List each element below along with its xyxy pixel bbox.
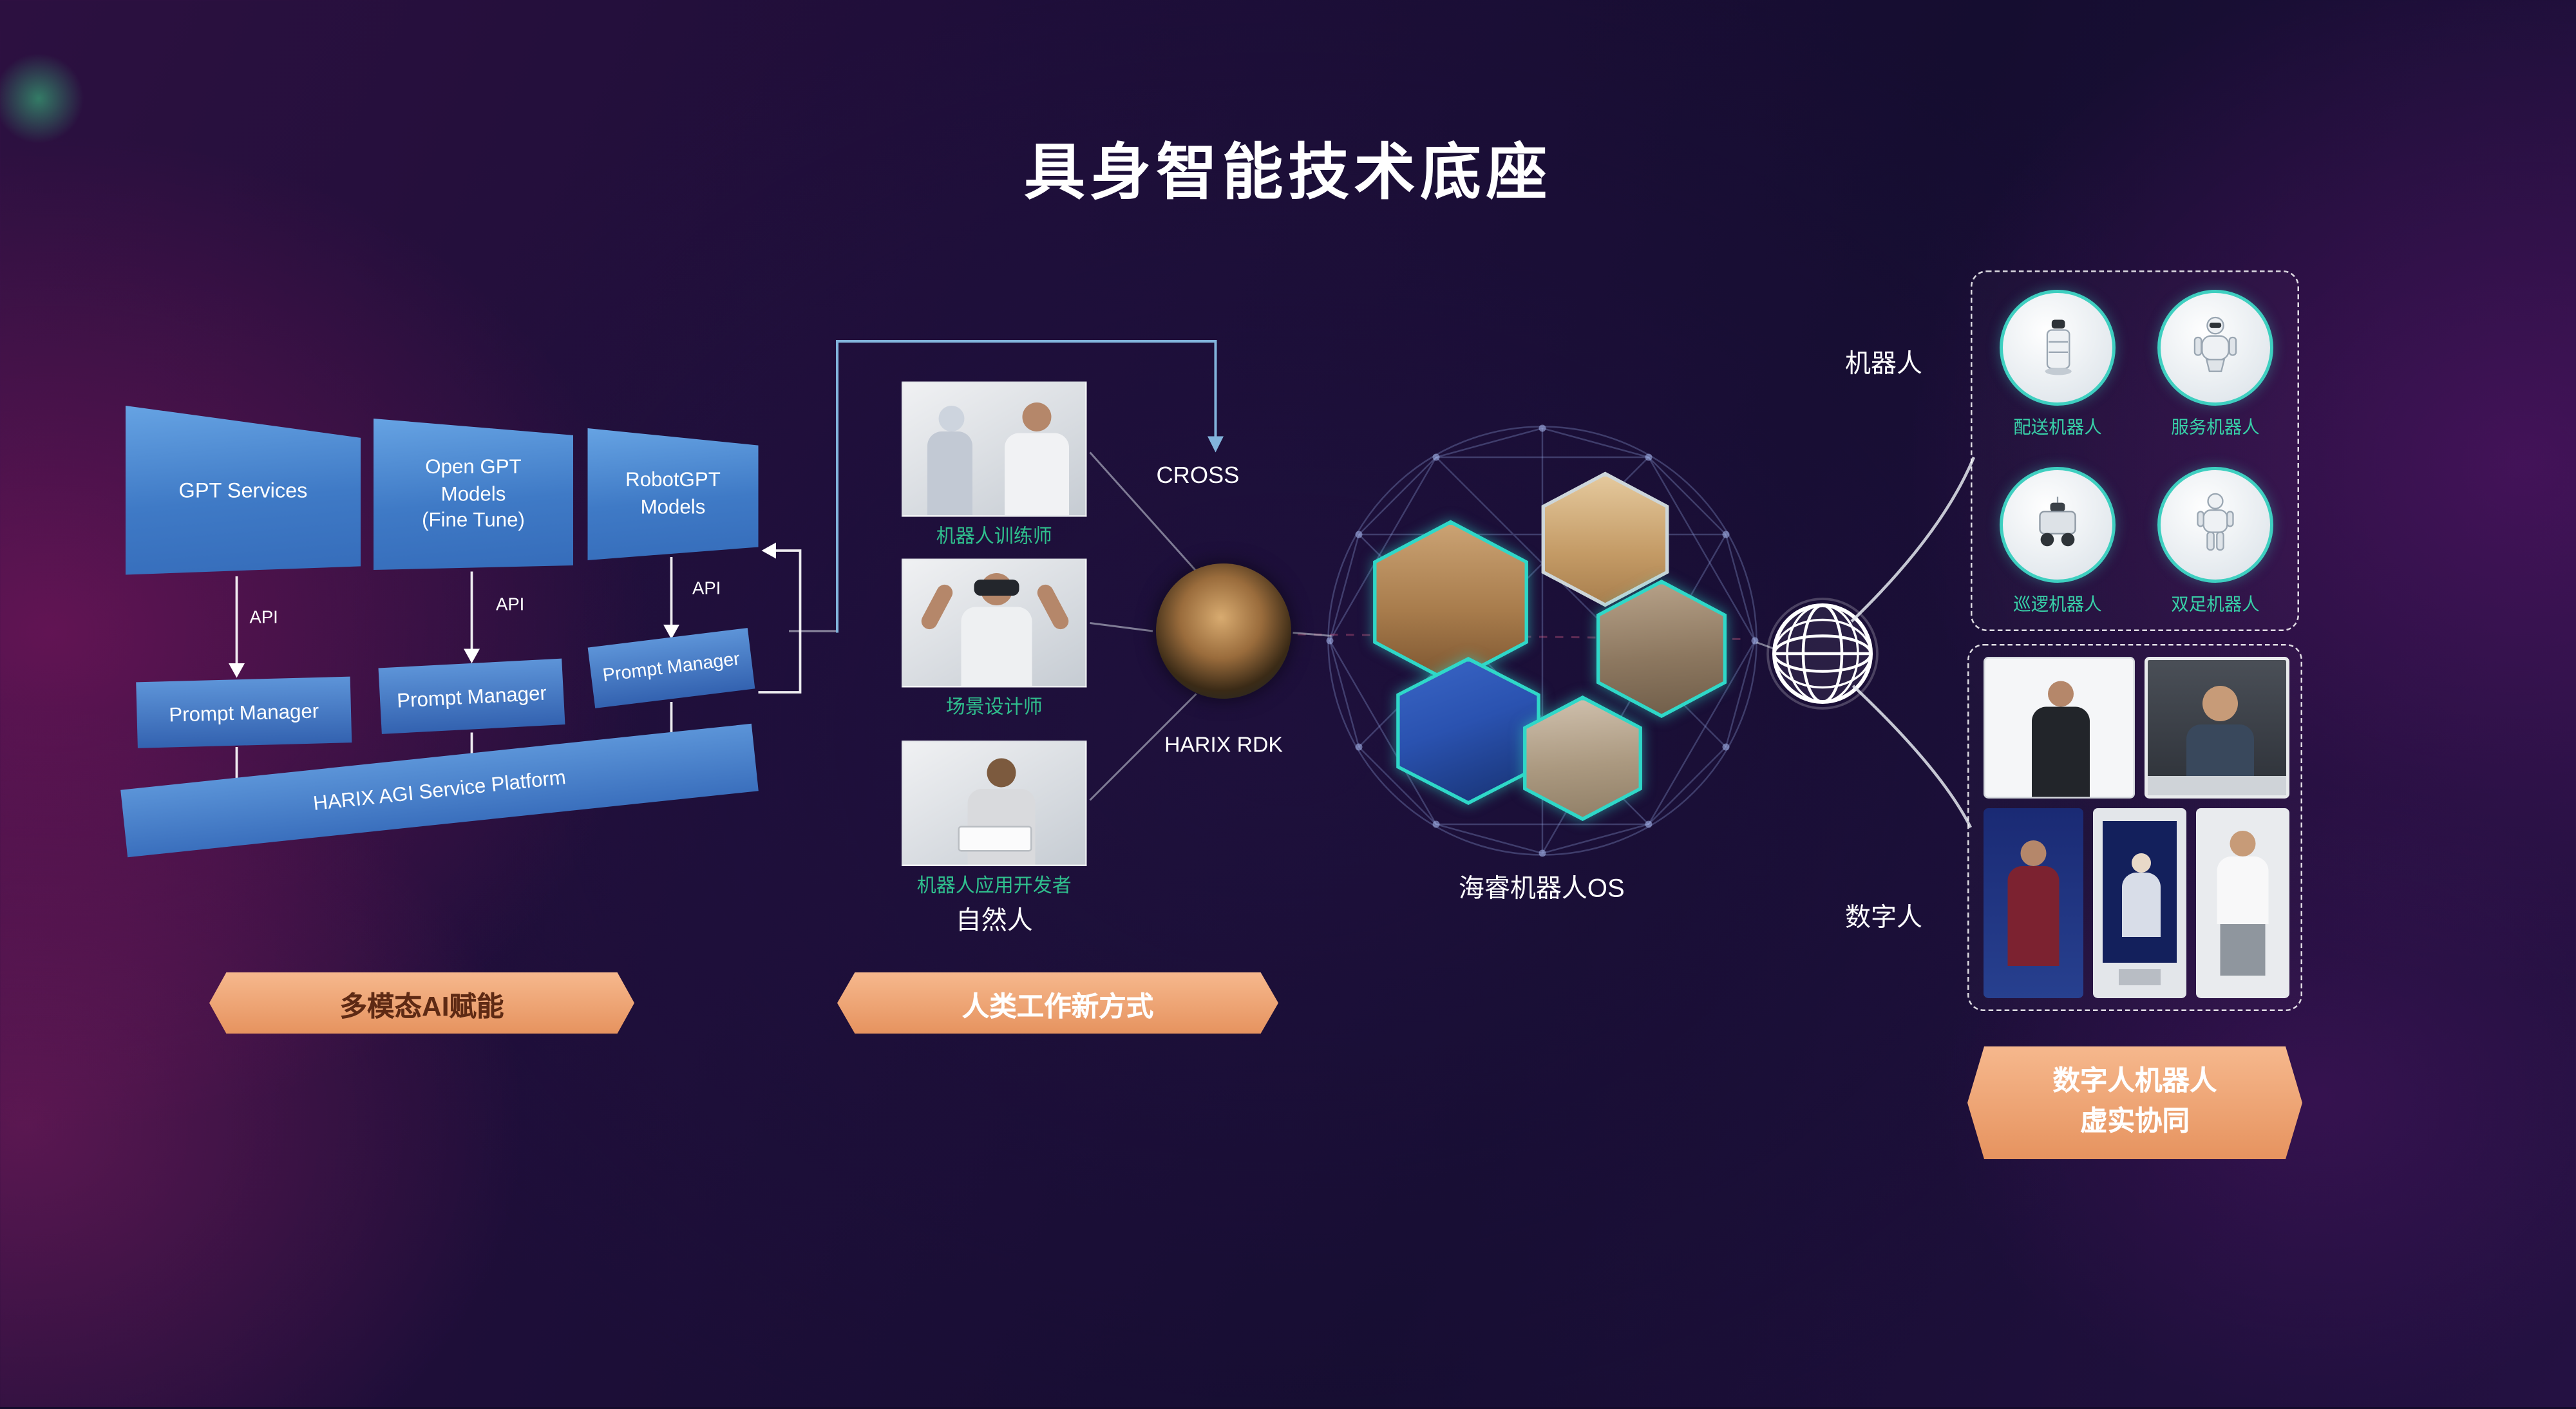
blue-routing-line (836, 340, 1224, 633)
kiosk-figure-head-shape (2132, 853, 2151, 873)
globe-branch-curves (1850, 457, 1976, 829)
api-label-2: API (496, 596, 525, 615)
app-developer-caption: 机器人应用开发者 (916, 874, 1072, 897)
developer-head-shape (987, 758, 1016, 788)
robot-trainer-photo (902, 381, 1087, 517)
robot-trainer-caption: 机器人训练师 (936, 525, 1052, 547)
laptop-keyboard-shape (2148, 776, 2286, 795)
hex-tile-interior (1586, 580, 1738, 718)
app-developer-photo (902, 741, 1087, 866)
harix-os-label: 海睿机器人OS (1458, 876, 1625, 903)
trainer-head-shape (1022, 402, 1052, 431)
scene-designer-photo (902, 558, 1087, 688)
delivery-robot-label: 配送机器人 (2013, 419, 2102, 438)
uniform-body-shape (2007, 866, 2060, 966)
hex-tile-office (1513, 695, 1652, 821)
robots-dashed-box (1971, 270, 2299, 631)
photo-connectors (1089, 451, 1775, 801)
child-shirt-shape (2217, 856, 2269, 924)
gpt-services-box: GPT Services (126, 406, 361, 575)
api-label-1: API (249, 609, 278, 628)
interior-scene-image (1600, 583, 1723, 714)
globe-icon (1766, 598, 1879, 710)
kiosk-figure-body-shape (2122, 873, 2161, 937)
delivery-robot-icon (2045, 319, 2072, 375)
api-label-3: API (692, 580, 721, 599)
child-head-shape (2230, 831, 2256, 856)
laptop-shape (958, 826, 1032, 852)
harix-rdk-label: HARIX RDK (1164, 732, 1283, 757)
kiosk-base-shape (2119, 969, 2161, 985)
cross-label: CROSS (1156, 464, 1240, 489)
presenter-suit-shape (2032, 706, 2090, 797)
service-robot-icon (2193, 316, 2237, 372)
left-flow-arrows (235, 549, 802, 788)
scene-designer-caption: 场景设计师 (945, 695, 1043, 718)
patrol-robot-icon (2039, 496, 2076, 547)
digital-presenter-screen-image (1984, 657, 2135, 799)
harix-rdk-sphere-image (1156, 563, 1291, 699)
robots-group-label: 机器人 (1845, 351, 1923, 379)
call-man-head-shape (2202, 686, 2238, 721)
arm-left-shape (918, 582, 956, 632)
delivery-robot-circle (2000, 290, 2116, 406)
child-skirt-shape (2220, 924, 2266, 976)
child-digital-human-image (2196, 808, 2289, 998)
prompt-manager-box-2: Prompt Manager (378, 658, 565, 734)
bipedal-robot-icon (2197, 493, 2234, 551)
uniform-head-shape (2020, 840, 2047, 866)
service-robot-label: 服务机器人 (2171, 419, 2260, 438)
hex-tile-wood-room (1531, 471, 1680, 607)
presenter-head-shape (2048, 681, 2074, 707)
bipedal-robot-label: 双足机器人 (2171, 596, 2260, 615)
arm-right-shape (1034, 582, 1072, 632)
robot-body-shape (927, 431, 972, 515)
kiosk-digital-human-image (2093, 808, 2186, 998)
trainer-body-shape (1005, 433, 1069, 515)
call-man-shoulders-shape (2186, 724, 2254, 776)
human-work-banner: 人类工作新方式 (837, 972, 1278, 1034)
video-call-man-image (2145, 657, 2289, 799)
patrol-robot-circle (2000, 467, 2116, 583)
bipedal-robot-circle (2157, 467, 2273, 583)
office-scene-image (1526, 699, 1639, 817)
virtual-real-collab-banner: 数字人机器人 虚实协同 (1967, 1046, 2302, 1159)
digital-human-group-label: 数字人 (1845, 905, 1923, 932)
robot-head-shape (938, 406, 965, 431)
service-robot-circle (2157, 290, 2273, 406)
natural-human-label: 自然人 (955, 908, 1033, 936)
prompt-manager-box-1: Prompt Manager (136, 676, 352, 748)
digital-humans-dashed-box (1967, 644, 2302, 1011)
designer-body-shape (961, 607, 1032, 686)
vr-headset-shape (974, 580, 1019, 596)
network-sphere-nodes (1326, 424, 1759, 857)
uniformed-digital-human-image (1984, 808, 2083, 998)
hex-tile-living-room (1361, 520, 1541, 685)
patrol-robot-label: 巡逻机器人 (2013, 596, 2102, 615)
page-title: 具身智能技术底座 (1023, 140, 1552, 208)
robotgpt-models-box: RobotGPT Models (587, 428, 759, 560)
open-gpt-models-box: Open GPT Models (Fine Tune) (374, 419, 573, 570)
hex-tile-industrial (1385, 657, 1552, 805)
multimodal-ai-banner: 多模态AI赋能 (209, 972, 634, 1034)
